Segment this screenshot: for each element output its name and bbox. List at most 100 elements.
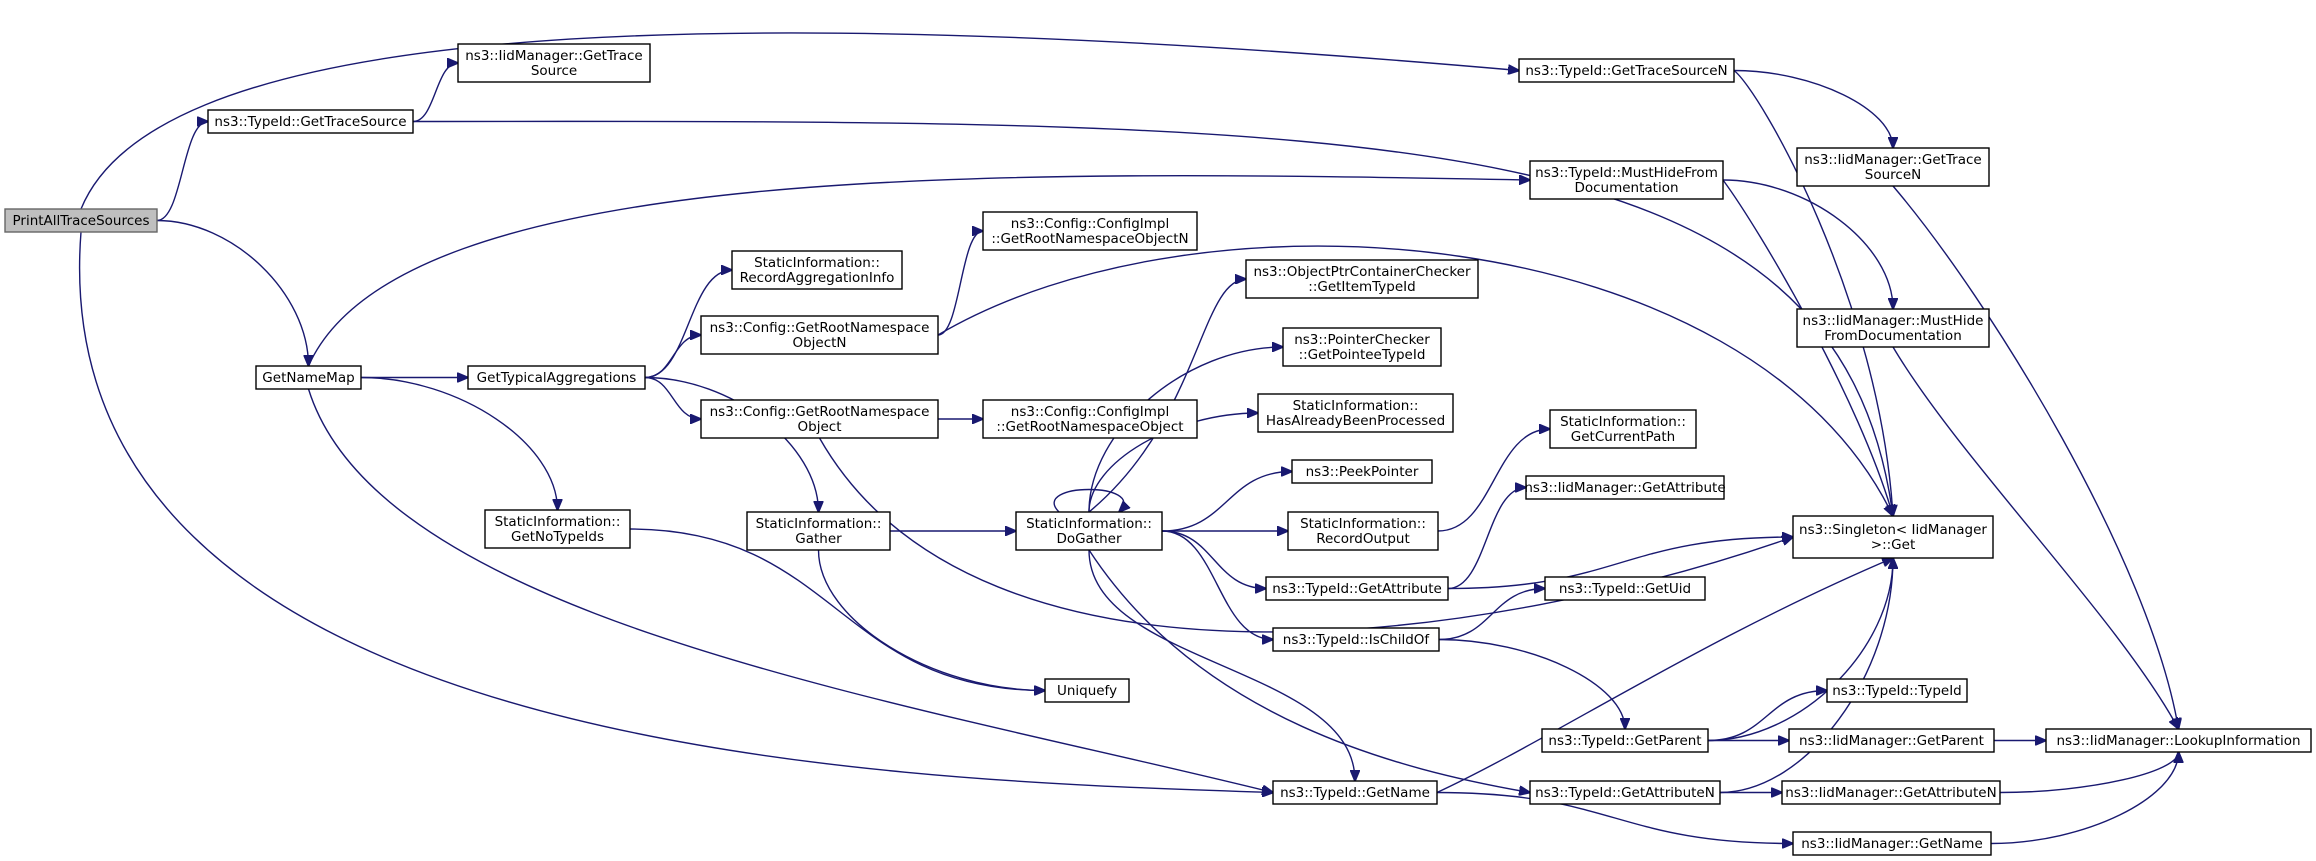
node-ConfigImplGetRootNamespaceObject[interactable]: ns3::Config::ConfigImpl::GetRootNamespac… bbox=[982, 399, 1198, 439]
edge-line bbox=[1161, 530, 1273, 640]
node-label: ns3::IidManager::GetParent bbox=[1799, 733, 1984, 749]
node-label: StaticInformation:: bbox=[1026, 516, 1152, 532]
node-label: SourceN bbox=[1865, 167, 1921, 183]
node-RecordAggregationInfo[interactable]: StaticInformation::RecordAggregationInfo bbox=[731, 250, 903, 290]
edge-DoGather-to-TypeIdGetAttribute bbox=[1161, 530, 1266, 589]
edge-GetTypicalAggregations-to-Gather bbox=[644, 376, 819, 513]
node-GetAttributeN[interactable]: ns3::TypeId::GetAttributeN bbox=[1529, 780, 1721, 805]
node-IidGetName[interactable]: ns3::IidManager::GetName bbox=[1792, 831, 1992, 856]
node-GetItemTypeId[interactable]: ns3::ObjectPtrContainerChecker::GetItemT… bbox=[1245, 259, 1479, 299]
edge-DoGather-to-GetItemTypeId bbox=[1088, 279, 1246, 513]
node-box bbox=[1796, 147, 1990, 187]
node-label: ns3::TypeId::IsChildOf bbox=[1283, 632, 1431, 648]
node-box bbox=[1525, 475, 1725, 500]
edge-line bbox=[1436, 791, 1793, 844]
node-box bbox=[1287, 511, 1439, 551]
node-DoGather[interactable]: StaticInformation::DoGather bbox=[1015, 511, 1163, 551]
node-IidGetTraceSourceN[interactable]: ns3::IidManager::GetTraceSourceN bbox=[1796, 147, 1990, 187]
node-Uniquefy[interactable]: Uniquefy bbox=[1044, 678, 1130, 703]
edge-IidGetAttributeN-to-LookupInformation bbox=[1999, 752, 2179, 794]
edge-line bbox=[412, 63, 458, 123]
node-box bbox=[255, 365, 362, 390]
node-box bbox=[467, 365, 646, 390]
node-RecordOutput[interactable]: StaticInformation::RecordOutput bbox=[1287, 511, 1439, 551]
node-GetTraceSource[interactable]: ns3::TypeId::GetTraceSource bbox=[207, 109, 414, 134]
node-ConfigGetRootNamespaceObject[interactable]: ns3::Config::GetRootNamespaceObject bbox=[700, 399, 939, 439]
node-IidMustHide[interactable]: ns3::IidManager::MustHideFromDocumentati… bbox=[1796, 308, 1990, 348]
edge-line bbox=[1088, 413, 1258, 513]
node-box bbox=[1257, 393, 1454, 433]
node-label: GetNoTypeIds bbox=[511, 529, 604, 545]
node-GetNoTypeIds[interactable]: StaticInformation::GetNoTypeIds bbox=[484, 509, 631, 549]
node-box bbox=[1044, 678, 1130, 703]
edge-IidGetTraceSourceN-to-LookupInformation bbox=[1892, 185, 2179, 729]
node-label: ns3::IidManager::GetAttribute bbox=[1524, 480, 1725, 496]
node-label: ns3::IidManager::GetTrace bbox=[465, 48, 642, 64]
node-TypeIdGetName[interactable]: ns3::TypeId::GetName bbox=[1272, 780, 1438, 805]
edge-ConfigGetRootNamespaceObjectN-to-ConfigImplGetRootNamespaceObjectN bbox=[937, 231, 983, 336]
node-IsChildOf[interactable]: ns3::TypeId::IsChildOf bbox=[1272, 627, 1440, 652]
node-label: StaticInformation:: bbox=[1560, 414, 1686, 430]
edge-IidMustHide-to-LookupInformation bbox=[1892, 346, 2179, 729]
node-label: ns3::IidManager::GetTrace bbox=[1804, 152, 1981, 168]
node-label: ns3::ObjectPtrContainerChecker bbox=[1253, 264, 1471, 280]
node-box bbox=[1518, 58, 1735, 83]
edge-line bbox=[817, 549, 1046, 691]
node-PeekPointer[interactable]: ns3::PeekPointer bbox=[1291, 459, 1433, 484]
node-IidGetAttributeN[interactable]: ns3::IidManager::GetAttributeN bbox=[1781, 780, 2001, 805]
edge-GetTypicalAggregations-to-ConfigGetRootNamespaceObjectN bbox=[644, 335, 701, 379]
node-label: ns3::Config::GetRootNamespace bbox=[710, 320, 930, 336]
node-IidGetAttribute[interactable]: ns3::IidManager::GetAttribute bbox=[1524, 475, 1726, 500]
node-box bbox=[1282, 327, 1442, 367]
edge-GetTypicalAggregations-to-ConfigGetRootNamespaceObject bbox=[644, 376, 701, 420]
edge-DoGather-to-IsChildOf bbox=[1161, 530, 1273, 640]
node-GetUid[interactable]: ns3::TypeId::GetUid bbox=[1544, 576, 1706, 601]
node-HasAlreadyBeenProcessed[interactable]: StaticInformation::HasAlreadyBeenProcess… bbox=[1257, 393, 1454, 433]
node-box bbox=[1781, 780, 2001, 805]
node-label: ns3::Config::GetRootNamespace bbox=[710, 404, 930, 420]
node-TypeIdTypeId[interactable]: ns3::TypeId::TypeId bbox=[1826, 678, 1968, 703]
node-IidGetTraceSource[interactable]: ns3::IidManager::GetTraceSource bbox=[457, 43, 651, 83]
node-box bbox=[1788, 728, 1995, 753]
edge-line bbox=[1733, 69, 1893, 517]
node-Gather[interactable]: StaticInformation::Gather bbox=[746, 511, 891, 551]
edge-TypeIdGetAttribute-to-IidGetAttribute bbox=[1447, 488, 1526, 590]
node-GetNameMap[interactable]: GetNameMap bbox=[255, 365, 362, 390]
node-box bbox=[1529, 160, 1724, 200]
node-GetParent[interactable]: ns3::TypeId::GetParent bbox=[1541, 728, 1709, 753]
node-label: GetTypicalAggregations bbox=[477, 370, 637, 386]
edge-DoGather-to-DoGather bbox=[1053, 488, 1124, 513]
node-GetPointeeTypeId[interactable]: ns3::PointerChecker::GetPointeeTypeId bbox=[1282, 327, 1442, 367]
node-label: StaticInformation:: bbox=[1300, 516, 1426, 532]
edge-GetTraceSourceN-to-IidGetTraceSourceN bbox=[1733, 69, 1893, 149]
edge-IidGetName-to-LookupInformation bbox=[1990, 752, 2179, 845]
node-TypeIdGetAttribute[interactable]: ns3::TypeId::GetAttribute bbox=[1265, 576, 1449, 601]
edge-TypeIdGetName-to-IidGetName bbox=[1436, 791, 1793, 844]
edge-GetAttributeN-to-SingletonGet bbox=[1719, 558, 1893, 794]
node-ConfigImplGetRootNamespaceObjectN[interactable]: ns3::Config::ConfigImpl::GetRootNamespac… bbox=[982, 211, 1198, 251]
node-label: Gather bbox=[795, 531, 842, 547]
node-PrintAllTraceSources[interactable]: PrintAllTraceSources bbox=[4, 208, 158, 233]
node-label: ns3::TypeId::GetUid bbox=[1559, 581, 1691, 597]
node-label: StaticInformation:: bbox=[495, 514, 621, 530]
node-box bbox=[207, 109, 414, 134]
edge-line bbox=[1438, 589, 1545, 641]
edge-line bbox=[412, 120, 1893, 516]
node-box bbox=[982, 211, 1198, 251]
edge-line bbox=[1088, 549, 1530, 793]
node-SingletonGet[interactable]: ns3::Singleton< IidManager>::Get bbox=[1792, 515, 1994, 559]
node-label: ::GetPointeeTypeId bbox=[1299, 347, 1426, 363]
node-IidGetParent[interactable]: ns3::IidManager::GetParent bbox=[1788, 728, 1995, 753]
node-box bbox=[2045, 728, 2312, 753]
node-ConfigGetRootNamespaceObjectN[interactable]: ns3::Config::GetRootNamespaceObjectN bbox=[700, 315, 939, 355]
node-GetCurrentPath[interactable]: StaticInformation::GetCurrentPath bbox=[1549, 409, 1697, 449]
node-GetTypicalAggregations[interactable]: GetTypicalAggregations bbox=[467, 365, 646, 390]
node-box bbox=[1272, 780, 1438, 805]
node-box bbox=[731, 250, 903, 290]
node-box bbox=[982, 399, 1198, 439]
node-GetTraceSourceN[interactable]: ns3::TypeId::GetTraceSourceN bbox=[1518, 58, 1735, 83]
node-LookupInformation[interactable]: ns3::IidManager::LookupInformation bbox=[2045, 728, 2312, 753]
node-label: ns3::TypeId::TypeId bbox=[1832, 683, 1962, 699]
node-label: GetCurrentPath bbox=[1571, 429, 1675, 445]
